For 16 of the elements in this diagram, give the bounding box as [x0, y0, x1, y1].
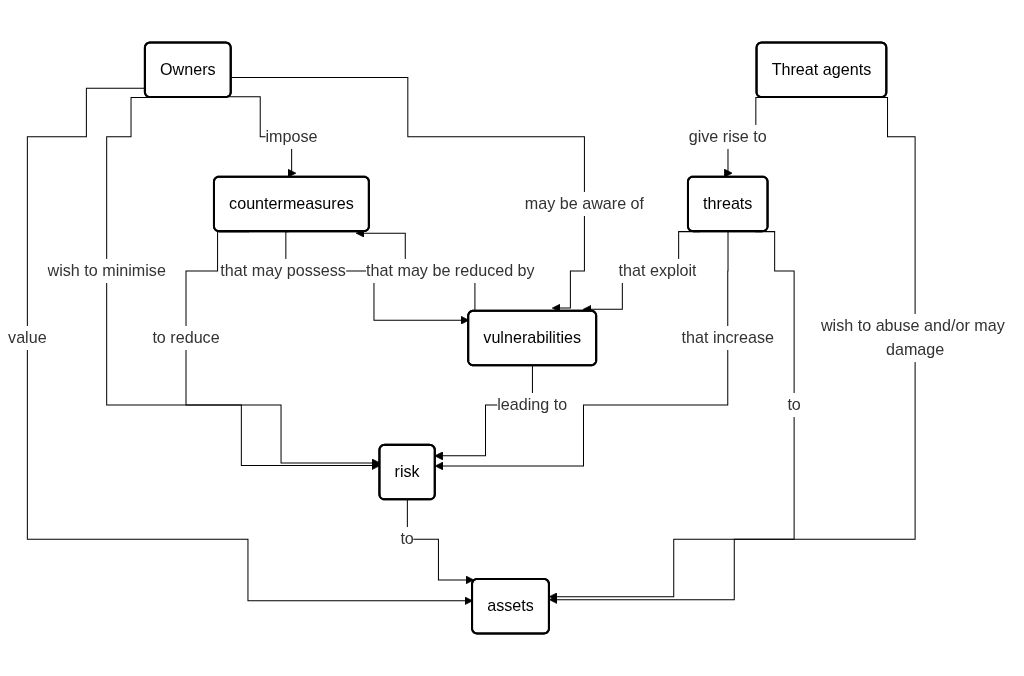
- arrow: [548, 231, 795, 602]
- edge-label: to: [787, 395, 801, 414]
- edge-label: may be aware of: [524, 194, 645, 212]
- edge-label: that may possess: [220, 261, 346, 280]
- edge-label: wish to abuse and/or may damage: [820, 316, 1005, 359]
- edge-label: to: [400, 530, 414, 548]
- edge-label: impose: [265, 127, 318, 145]
- edge-label: to reduce: [152, 328, 220, 347]
- edge-label: that may be reduced by: [366, 261, 535, 280]
- edge-label: that increase: [681, 328, 774, 347]
- edge-label: give rise to: [688, 127, 767, 145]
- arrow: [406, 499, 475, 585]
- edge-label: value: [8, 328, 47, 347]
- edge-label: wish to minimise: [47, 261, 166, 280]
- edge-label: leading to: [497, 395, 568, 414]
- edge-label: that exploit: [618, 261, 697, 280]
